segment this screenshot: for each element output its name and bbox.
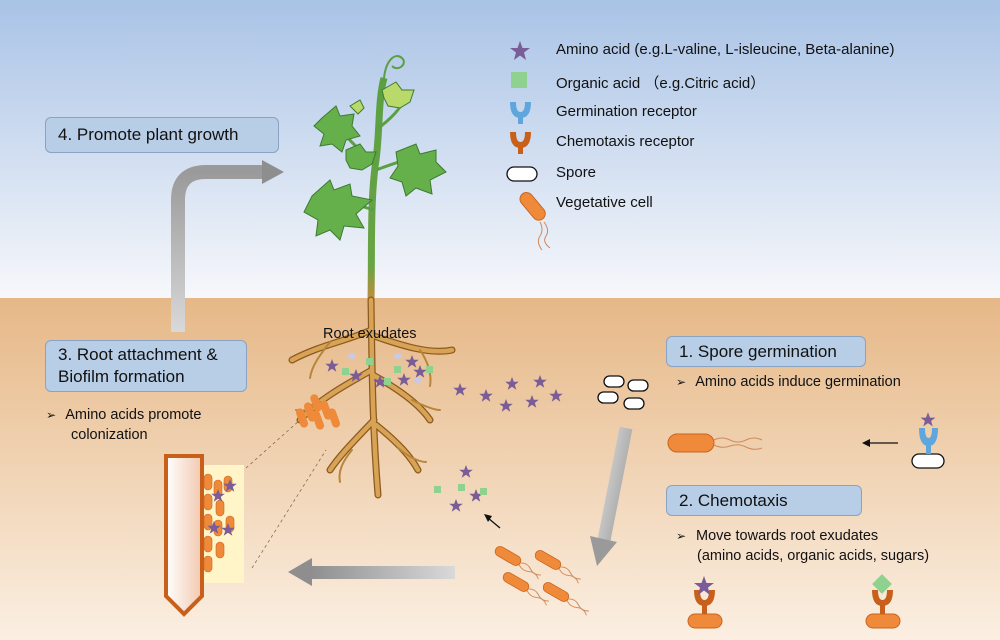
legend-organic-acid: Organic acid （e.g.Citric acid） — [556, 75, 766, 92]
step2-bullet: ➢ Move towards root exudates (amino acid… — [676, 526, 929, 566]
step2-bullet-line1: Move towards root exudates — [696, 528, 879, 544]
vegetative-cell-icon — [519, 192, 551, 251]
germination-arrow — [862, 439, 898, 447]
spore-icon — [506, 166, 538, 182]
bullet-arrow-icon: ➢ — [676, 375, 687, 389]
legend-vegetative-cell: Vegetative cell — [556, 194, 653, 211]
step3-bullet-line2: colonization — [71, 427, 148, 443]
organic-acid-icon — [511, 72, 527, 88]
amino-acid-icon — [510, 41, 530, 60]
step4-title: 4. Promote plant growth — [58, 125, 239, 144]
flow-arrow-down — [590, 426, 633, 566]
small-arrow — [484, 514, 501, 529]
diffusing-amino-acids — [434, 375, 563, 512]
plant — [303, 55, 447, 301]
legend-icons — [506, 41, 551, 251]
chemotaxis-receptor-icon — [510, 132, 531, 154]
root-exudate-cluster — [325, 353, 433, 388]
step1-bullet-text: Amino acids induce germination — [695, 374, 901, 390]
step4-box: 4. Promote plant growth — [45, 117, 279, 153]
step3-title-line2: Biofilm formation — [58, 367, 185, 386]
step1-box: 1. Spore germination — [666, 336, 866, 367]
chemotaxis-receptor-organic — [865, 574, 901, 629]
step2-bullet-line2: (amino acids, organic acids, sugars) — [697, 548, 930, 564]
roots — [288, 296, 456, 499]
legend-chemotaxis-receptor: Chemotaxis receptor — [556, 133, 695, 150]
step3-box: 3. Root attachment & Biofilm formation — [45, 340, 247, 392]
step1-title: 1. Spore germination — [679, 341, 837, 361]
step3-bullet-line1: Amino acids promote — [65, 407, 202, 423]
chemotaxis-receptor-amino — [687, 576, 723, 629]
flow-arrow-left — [288, 558, 455, 586]
germinated-cell — [667, 433, 763, 453]
root-zoom-inset — [164, 419, 327, 617]
step1-bullet: ➢ Amino acids induce germination — [676, 372, 901, 392]
legend-spore: Spore — [556, 164, 597, 181]
step2-box: 2. Chemotaxis — [666, 485, 862, 516]
root-attached-cells — [295, 394, 341, 430]
bullet-arrow-icon: ➢ — [46, 408, 57, 422]
germination-receptor-complex — [911, 412, 945, 469]
step3-title-line1: 3. Root attachment & — [58, 345, 218, 364]
step3-bullet: ➢ Amino acids promote colonization — [46, 405, 201, 445]
germination-receptor-icon — [510, 102, 531, 124]
legend-germination-receptor: Germination receptor — [556, 103, 697, 120]
root-exudates-label: Root exudates — [323, 326, 417, 342]
step2-title: 2. Chemotaxis — [679, 490, 788, 510]
flow-arrow-up — [171, 160, 284, 332]
bullet-arrow-icon: ➢ — [676, 529, 687, 543]
spores — [597, 375, 649, 410]
legend-amino-acid: Amino acid (e.g.L-valine, L-isleucine, B… — [556, 41, 895, 58]
